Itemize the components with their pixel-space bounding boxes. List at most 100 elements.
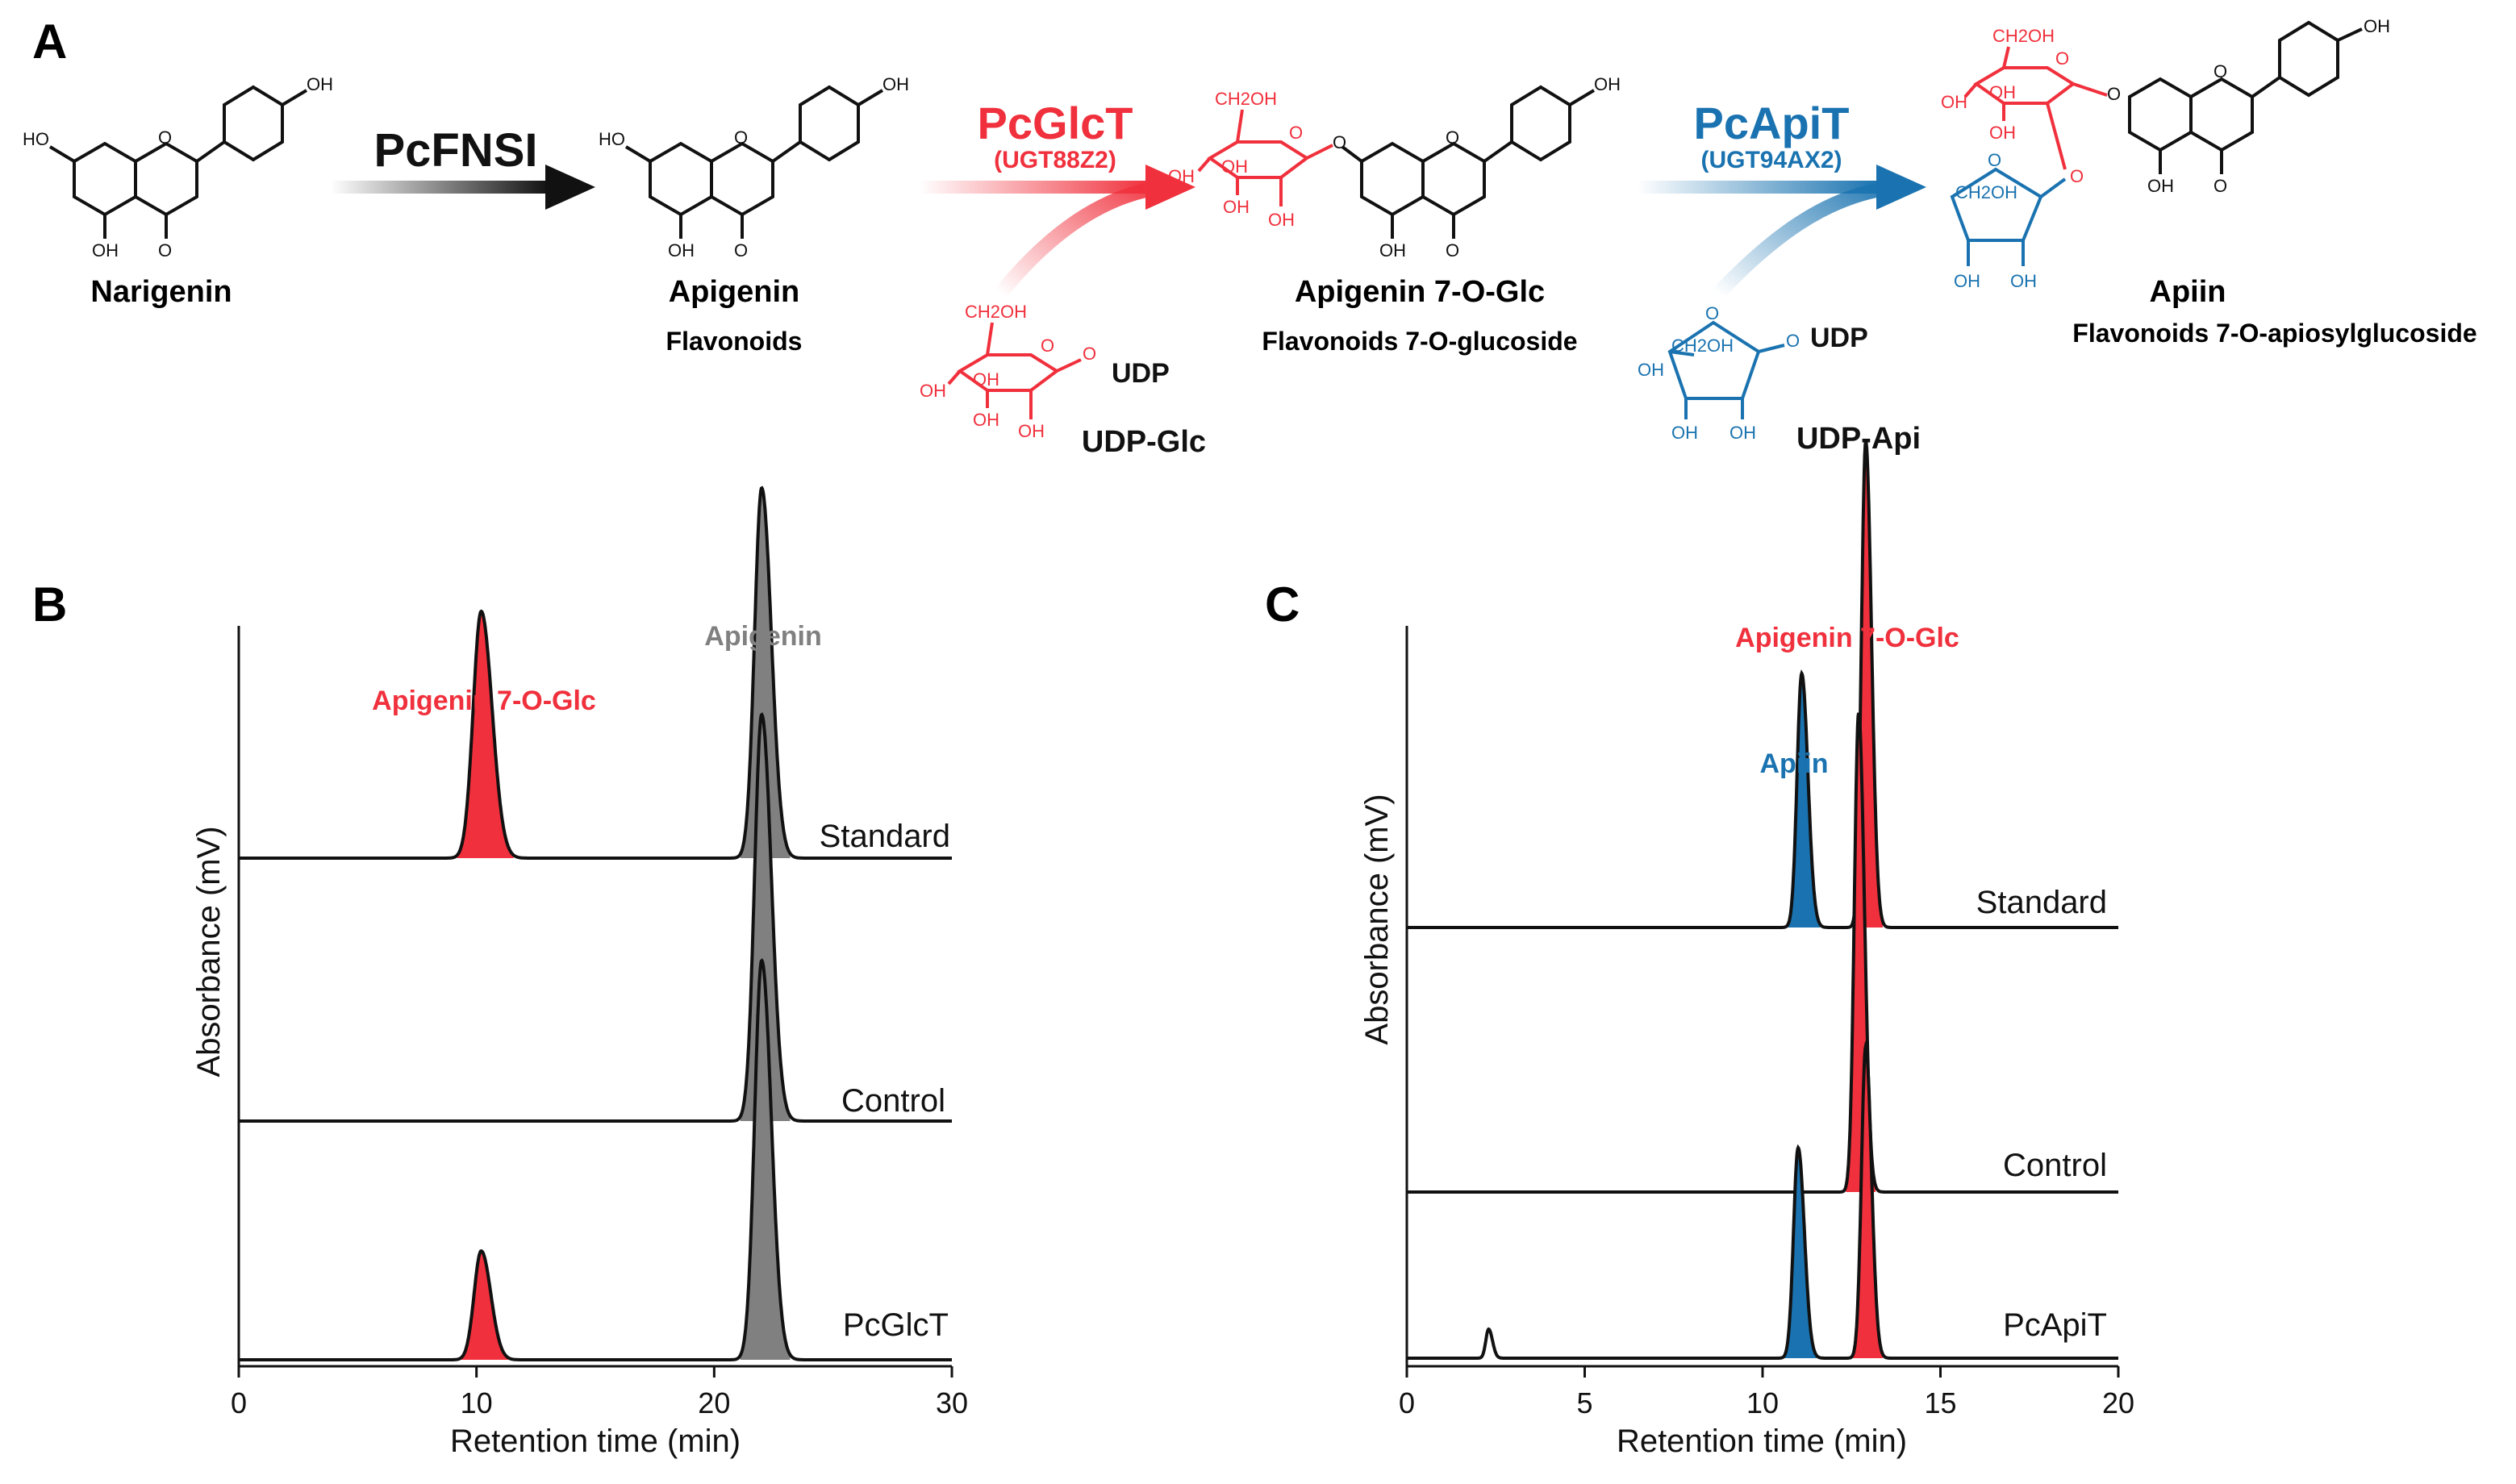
panel-b-x-tick-label-30: 30	[936, 1386, 968, 1419]
udp-api-o-label: O	[1705, 303, 1719, 323]
apiin-oh-label-api-a: OH	[1954, 271, 1980, 291]
apiin-o-label-glc: O	[2055, 48, 2069, 69]
pcglct-arrow	[920, 165, 1195, 298]
udp-glc-name: UDP-Glc	[1082, 425, 1206, 459]
udp-glc-structure	[947, 322, 1082, 419]
udp-glc-ch2oh-label: CH2OH	[965, 302, 1027, 322]
panel-b-peak-label-apigenin: Apigenin	[704, 621, 821, 652]
panel-c-trace-control	[1407, 712, 2118, 1194]
panel-c-trace-standard	[1407, 440, 2118, 929]
panel-b-trace-standard	[239, 486, 952, 860]
pcglct-gene: (UGT88Z2)	[994, 147, 1116, 173]
apigenin-glc-ch2oh-label: CH2OH	[1215, 89, 1277, 109]
narigenin-atom-labels: HO O OH O OH	[23, 74, 333, 261]
panel-b-label: B	[32, 577, 67, 632]
apigenin-glc-oh-label-e: OH	[1379, 240, 1406, 261]
apiin-oh-label-glc-a: OH	[1941, 92, 1967, 112]
apigenin-glc-oh-label-d: OH	[1268, 210, 1295, 230]
panel-c-x-tick-label-0: 0	[1399, 1386, 1415, 1419]
apigenin-glc-sugar	[1197, 109, 1333, 206]
panel-b-trace-label-pcglct: PcGlcT	[843, 1307, 949, 1343]
apigenin-o-label: O	[734, 127, 748, 148]
udp-glc-oh-label-a: OH	[920, 381, 946, 401]
panel-b-peak-label-glc: Apigenin 7-O-Glc	[372, 686, 596, 716]
panel-c-peak-label-glc: Apigenin 7-O-Glc	[1735, 623, 1959, 653]
apiin-glc-sugar	[1963, 46, 2108, 170]
panel-a-label: A	[32, 15, 67, 69]
apigenin-glc-oh-label-b: OH	[1221, 156, 1248, 177]
apigenin-class: Flavonoids	[666, 327, 803, 356]
udp-api-structure	[1667, 320, 1785, 419]
panel-c-y-axis-label: Absorbance (mV)	[1359, 794, 1395, 1044]
apigenin-atom-labels: HO O OH O OH	[599, 74, 909, 261]
panel-a: A HO O OH O OH Narigenin PcFNSI	[23, 15, 2477, 459]
panel-c-x-tick-label-5: 5	[1576, 1386, 1592, 1419]
apiin-o-label-api-link: O	[2070, 166, 2084, 186]
panel-b-trace-pcglct	[239, 958, 952, 1361]
narigenin-oh-label-a: OH	[92, 240, 119, 261]
panel-c-x-axis-label: Retention time (min)	[1617, 1424, 1907, 1459]
panel-b-x-axis-label: Retention time (min)	[450, 1424, 741, 1459]
pcglct-name: PcGlcT	[978, 98, 1133, 148]
panel-b-peak-fill-pcglct-0	[460, 1251, 510, 1360]
udp-api-oh-label-a: OH	[1638, 360, 1664, 380]
apigenin-glc-o-label-ring: O	[1289, 123, 1303, 143]
pcapit-arrow	[1638, 165, 1926, 299]
narigenin-name: Narigenin	[90, 275, 232, 309]
udp-glc-oh-label-c: OH	[973, 410, 999, 430]
apiin-oh-label-glc-b: OH	[1989, 82, 2016, 102]
udp-glc-o-label-b: O	[1083, 344, 1096, 364]
apigenin-glc-o-label-pyran: O	[1446, 127, 1459, 148]
narigenin-o-label-b: O	[158, 240, 172, 261]
panel-b-trace-control	[239, 712, 952, 1123]
apigenin-glc-oh-label-c: OH	[1223, 197, 1250, 217]
panel-c-peak-label-apiin: Apiin	[1760, 748, 1829, 779]
apiin-ch2oh-label-glc: CH2OH	[1992, 26, 2055, 46]
pcfnsi-name: PcFNSI	[373, 124, 537, 177]
apiin-atom-labels: CH2OH O OH OH OH O O O CH2OH OH OH O OH …	[1941, 16, 2390, 291]
apigenin-glc-name: Apigenin 7-O-Glc	[1295, 275, 1545, 309]
panel-c-trace-pcapit	[1407, 1040, 2118, 1360]
apiin-o-label-api-ring: O	[1988, 150, 2001, 170]
pcapit-gene: (UGT94AX2)	[1700, 147, 1842, 173]
panel-b-x-tick-label-10: 10	[461, 1386, 493, 1419]
udp-api-name: UDP-Api	[1796, 422, 1921, 456]
udp-glc-group: UDP	[1112, 358, 1170, 389]
udp-glc-oh-label-b: OH	[973, 369, 999, 390]
panel-b-x-tick-label-0: 0	[231, 1386, 247, 1419]
apigenin-glc-aglycone	[1341, 85, 1596, 239]
panel-b-traces	[239, 486, 952, 1361]
pcfnsi-arrow	[331, 165, 595, 210]
apigenin-o-label-b: O	[734, 240, 748, 261]
apigenin-ho-label: HO	[599, 129, 625, 149]
udp-api-group: UDP	[1810, 323, 1868, 353]
panel-c-trace-label-standard: Standard	[1976, 885, 2107, 920]
apiin-aglycone	[2128, 20, 2363, 174]
apiin-class: Flavonoids 7-O-apiosylglucoside	[2072, 319, 2476, 348]
apigenin-oh-label-a: OH	[668, 240, 695, 261]
udp-api-ch2oh-label: CH2OH	[1671, 336, 1734, 356]
panel-c-x-tick-label-20: 20	[2102, 1386, 2134, 1419]
narigenin-oh-label-b: OH	[307, 74, 333, 94]
apigenin-glc-class: Flavonoids 7-O-glucoside	[1262, 327, 1577, 356]
apiin-api-sugar	[1950, 167, 2067, 266]
panel-c-trace-label-pcapit: PcApiT	[2003, 1307, 2107, 1343]
apigenin-glc-atom-labels: CH2OH O OH OH OH OH O O OH O OH	[1168, 74, 1621, 261]
panel-c-trace-label-control: Control	[2003, 1148, 2107, 1183]
panel-b-trace-label-standard: Standard	[820, 819, 950, 854]
apigenin-oh-label-b: OH	[882, 74, 909, 94]
apiin-oh-label-agly-b: OH	[2364, 16, 2390, 36]
apigenin-glc-oh-label-f: OH	[1594, 74, 1621, 94]
udp-glc-oh-label-d: OH	[1018, 421, 1045, 441]
narigenin-ho-label: HO	[23, 129, 49, 149]
apiin-o-label-agly-link: O	[2107, 84, 2121, 104]
panel-c-x-tick-label-15: 15	[1924, 1386, 1956, 1419]
panel-c-traces	[1407, 440, 2118, 1360]
udp-glc-atom-labels: CH2OH O OH OH OH OH O	[920, 302, 1096, 441]
panel-c-peak-fill-pcapit-2	[1853, 1046, 1884, 1358]
apigenin-glc-o-label-link: O	[1333, 132, 1346, 152]
